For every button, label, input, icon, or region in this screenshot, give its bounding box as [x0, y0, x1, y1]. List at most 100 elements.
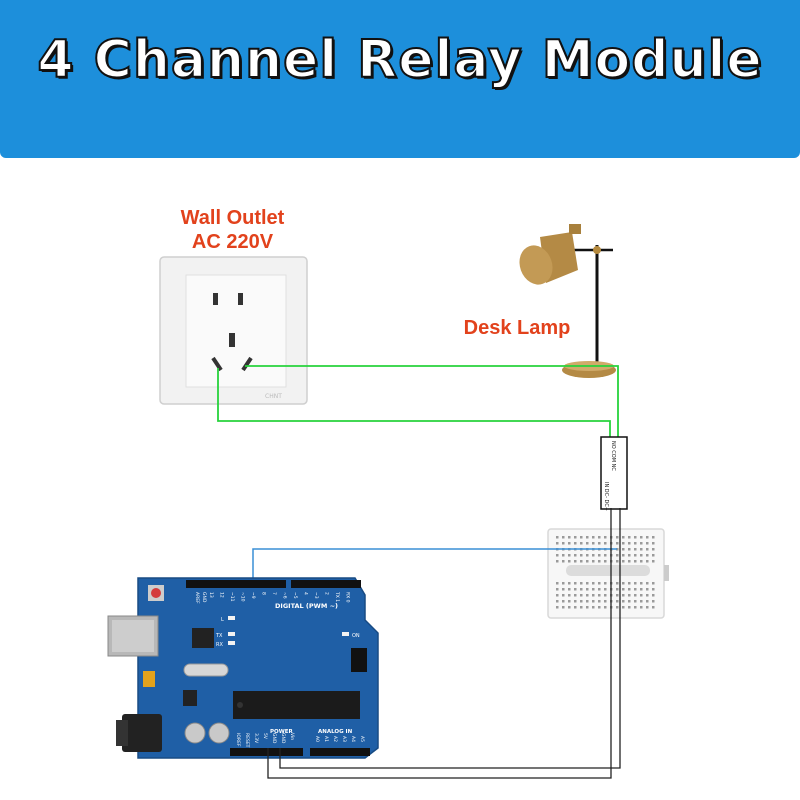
- outlet-label: Wall Outlet AC 220V: [150, 206, 315, 254]
- breadboard-hole: [628, 548, 631, 551]
- breadboard-hole: [568, 606, 571, 609]
- analog-pin-label: A1: [323, 736, 329, 742]
- breadboard-hole: [580, 588, 583, 591]
- breadboard-hole: [556, 536, 559, 539]
- breadboard-hole: [616, 536, 619, 539]
- breadboard-hole: [556, 600, 559, 603]
- dc-wires: [267, 508, 621, 779]
- breadboard-hole: [556, 606, 559, 609]
- breadboard-hole: [556, 542, 559, 545]
- breadboard-hole: [622, 542, 625, 545]
- breadboard-hole: [652, 560, 655, 563]
- digital-pin-label: TX 1: [334, 591, 340, 602]
- breadboard-hole: [652, 600, 655, 603]
- breadboard-hole: [562, 606, 565, 609]
- breadboard-hole: [646, 600, 649, 603]
- breadboard-hole: [598, 554, 601, 557]
- breadboard-hole: [562, 588, 565, 591]
- breadboard-hole: [598, 594, 601, 597]
- power-label: POWER: [270, 729, 294, 735]
- breadboard-hole: [622, 582, 625, 585]
- breadboard-hole: [628, 582, 631, 585]
- breadboard-hole: [592, 554, 595, 557]
- breadboard-hole: [598, 606, 601, 609]
- breadboard-hole: [592, 594, 595, 597]
- led-rx-label: RX: [216, 642, 223, 648]
- breadboard-hole: [616, 548, 619, 551]
- breadboard-hole: [616, 594, 619, 597]
- breadboard-hole: [598, 536, 601, 539]
- breadboard-hole: [640, 606, 643, 609]
- analog-pin-label: A2: [332, 736, 338, 742]
- lamp-label: Desk Lamp: [463, 317, 571, 339]
- digital-pin-label: 8: [261, 592, 267, 595]
- breadboard-hole: [586, 582, 589, 585]
- arduino-board: DIGITAL (PWM ~) POWER ANALOG IN ON L TX …: [107, 577, 379, 759]
- breadboard-hole: [634, 588, 637, 591]
- breadboard-hole: [634, 560, 637, 563]
- wall-outlet: CHNT: [159, 256, 308, 405]
- title-banner: 4 Channel Relay Module: [0, 0, 800, 158]
- breadboard-hole: [556, 588, 559, 591]
- digital-pin-label: 13: [208, 592, 214, 598]
- digital-label: DIGITAL (PWM ~): [275, 602, 338, 610]
- power-pin-label: RESET: [244, 733, 250, 748]
- breadboard-hole: [652, 554, 655, 557]
- breadboard-hole: [586, 594, 589, 597]
- power-pin-label: Vin: [289, 733, 295, 740]
- power-pin-label: 3.3V: [253, 733, 259, 744]
- relay-bottom-pins: IN DC- DC+: [603, 482, 609, 511]
- breadboard-hole: [586, 606, 589, 609]
- breadboard-hole: [586, 588, 589, 591]
- breadboard-hole: [604, 554, 607, 557]
- digital-pin-label: ~5: [292, 592, 298, 599]
- breadboard-hole: [568, 554, 571, 557]
- breadboard-hole: [634, 548, 637, 551]
- outlet-brand: CHNT: [265, 393, 282, 400]
- led-l-label: L: [221, 617, 224, 623]
- breadboard-hole: [616, 582, 619, 585]
- breadboard-hole: [622, 548, 625, 551]
- breadboard-hole: [574, 542, 577, 545]
- breadboard-hole: [646, 588, 649, 591]
- breadboard-hole: [622, 594, 625, 597]
- analog-pin-label: A4: [350, 736, 356, 742]
- breadboard-hole: [568, 560, 571, 563]
- breadboard-hole: [652, 542, 655, 545]
- breadboard-hole: [580, 542, 583, 545]
- breadboard-hole: [562, 542, 565, 545]
- breadboard-hole: [580, 582, 583, 585]
- breadboard-hole: [580, 560, 583, 563]
- breadboard-hole: [634, 594, 637, 597]
- on-led-label: ON: [352, 633, 360, 639]
- power-pin-label: IOREF: [235, 733, 241, 747]
- breadboard-hole: [562, 582, 565, 585]
- breadboard-hole: [592, 560, 595, 563]
- breadboard-hole: [586, 554, 589, 557]
- breadboard-hole: [562, 536, 565, 539]
- breadboard-hole: [598, 600, 601, 603]
- relay-module: NO COM NC IN DC- DC+: [600, 436, 628, 511]
- breadboard-hole: [652, 588, 655, 591]
- breadboard-hole: [646, 542, 649, 545]
- digital-pin-label: 7: [271, 592, 277, 595]
- breadboard-hole: [562, 594, 565, 597]
- breadboard-hole: [628, 560, 631, 563]
- breadboard-hole: [640, 594, 643, 597]
- breadboard-hole: [646, 606, 649, 609]
- breadboard-hole: [628, 606, 631, 609]
- breadboard-hole: [622, 536, 625, 539]
- breadboard-hole: [634, 554, 637, 557]
- breadboard-hole: [580, 536, 583, 539]
- breadboard-hole: [598, 542, 601, 545]
- breadboard-hole: [586, 536, 589, 539]
- breadboard-hole: [616, 560, 619, 563]
- breadboard-hole: [562, 554, 565, 557]
- breadboard-hole: [562, 600, 565, 603]
- breadboard-hole: [652, 606, 655, 609]
- breadboard-hole: [592, 582, 595, 585]
- breadboard-hole: [574, 606, 577, 609]
- breadboard-hole: [640, 542, 643, 545]
- breadboard-hole: [586, 600, 589, 603]
